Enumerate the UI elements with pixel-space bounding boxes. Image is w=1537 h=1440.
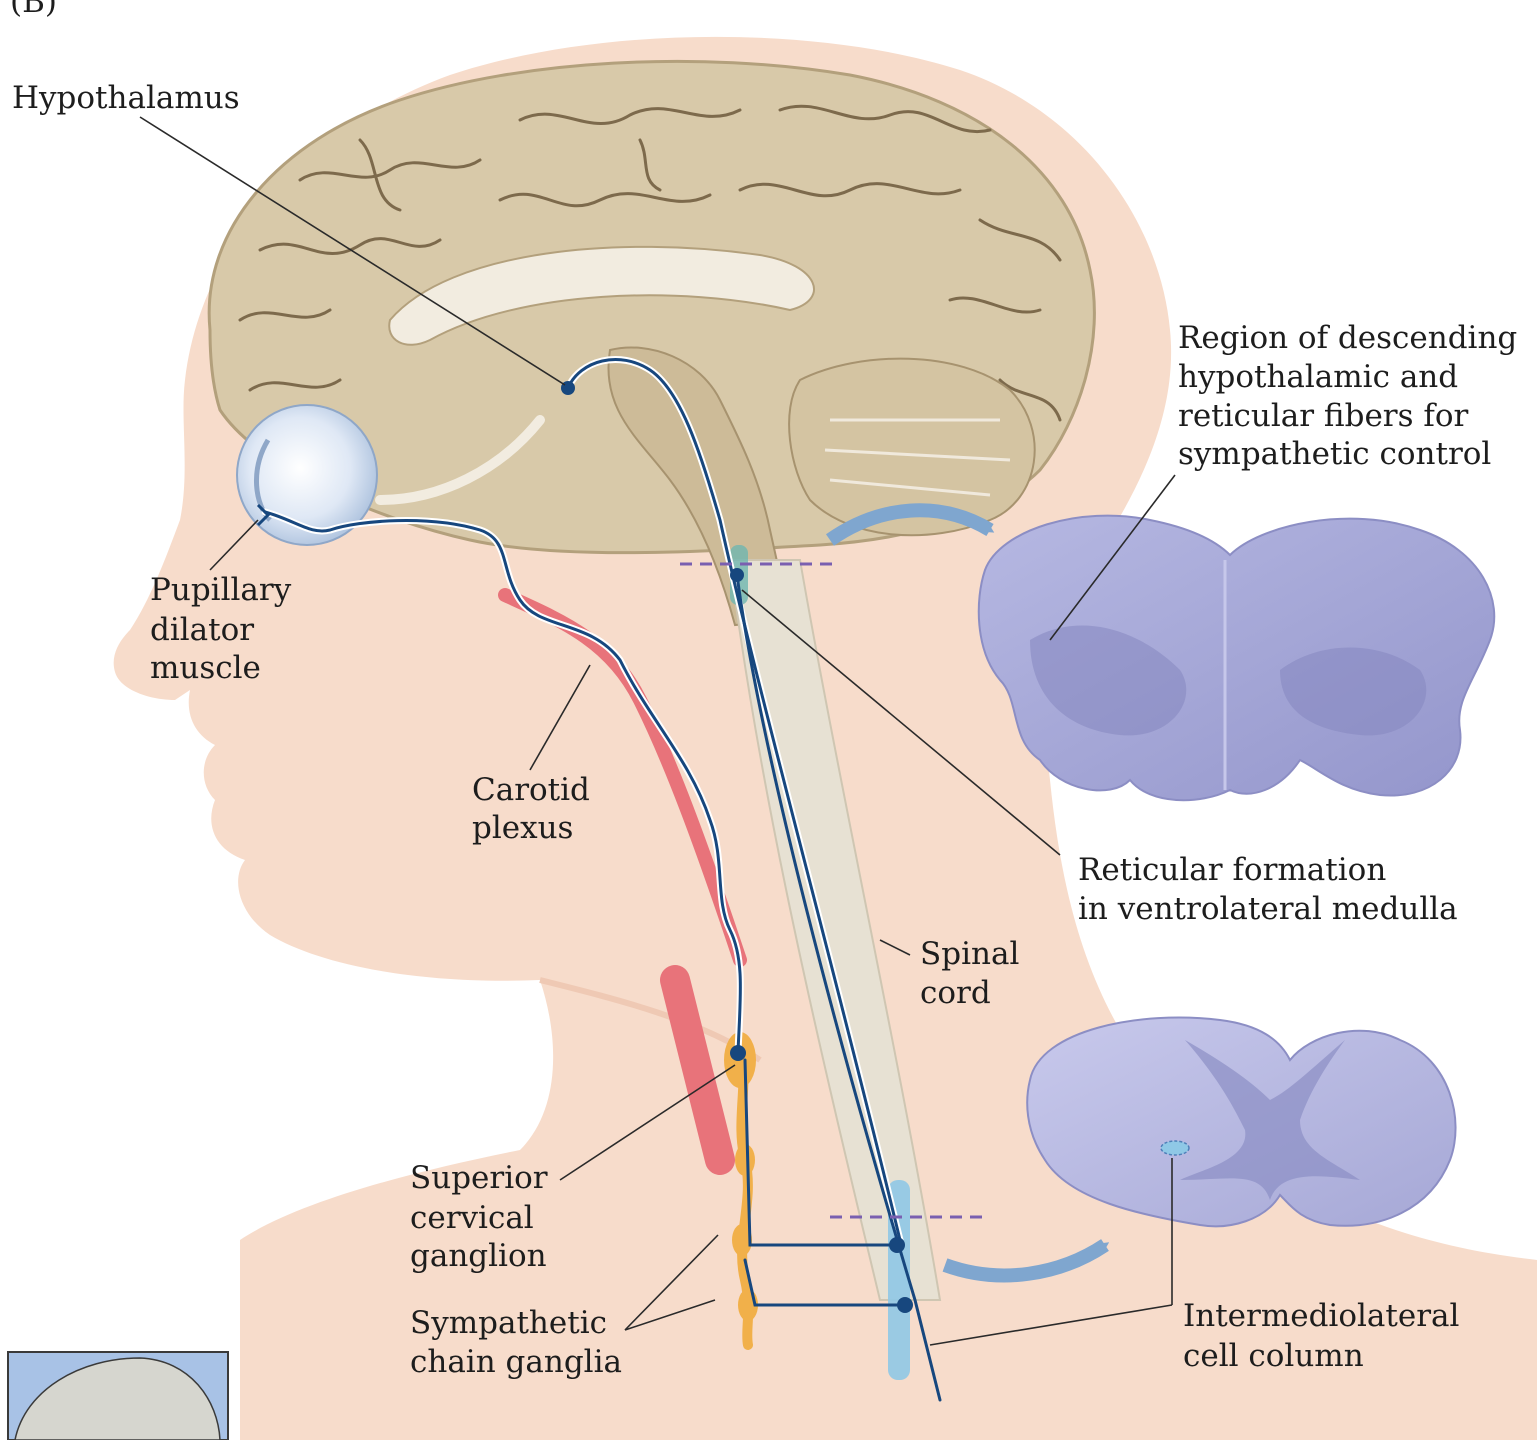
label-superior-3: ganglion: [410, 1238, 547, 1274]
label-pupillary-2: dilator: [150, 612, 254, 648]
label-reticular-2: in ventrolateral medulla: [1078, 891, 1458, 927]
label-pupillary-1: Pupillary: [150, 572, 292, 608]
reticular-neuron: [730, 568, 744, 582]
label-pupillary-3: muscle: [150, 650, 261, 686]
brain-thumbnail-icon: [8, 1352, 228, 1440]
panel-letter: (B): [10, 0, 57, 20]
ganglion-neuron: [730, 1045, 746, 1061]
label-superior-1: Superior: [410, 1160, 548, 1196]
label-carotid-2: plexus: [472, 810, 573, 846]
label-region-4: sympathetic control: [1178, 436, 1491, 472]
label-carotid-1: Carotid: [472, 772, 590, 808]
label-chain-2: chain ganglia: [410, 1344, 622, 1380]
label-region-3: reticular fibers for: [1178, 398, 1469, 434]
label-intermedio-1: Intermediolateral: [1183, 1298, 1459, 1334]
label-intermedio-2: cell column: [1183, 1338, 1364, 1374]
label-spinal-1: Spinal: [920, 936, 1019, 972]
spinal-cross-section: [1027, 1018, 1455, 1227]
label-superior-2: cervical: [410, 1200, 534, 1236]
label-hypothalamus: Hypothalamus: [12, 80, 240, 116]
label-chain-1: Sympathetic: [410, 1305, 607, 1341]
medulla-cross-section: [979, 516, 1494, 801]
label-region-2: hypothalamic and: [1178, 359, 1458, 395]
cell-column-dot: [1161, 1141, 1189, 1155]
label-reticular-1: Reticular formation: [1078, 852, 1386, 888]
label-region-1: Region of descending: [1178, 320, 1517, 356]
preganglionic-neuron: [889, 1237, 905, 1253]
preganglionic-neuron: [897, 1297, 913, 1313]
chain-ganglion: [735, 1144, 755, 1176]
label-spinal-2: cord: [920, 975, 991, 1011]
